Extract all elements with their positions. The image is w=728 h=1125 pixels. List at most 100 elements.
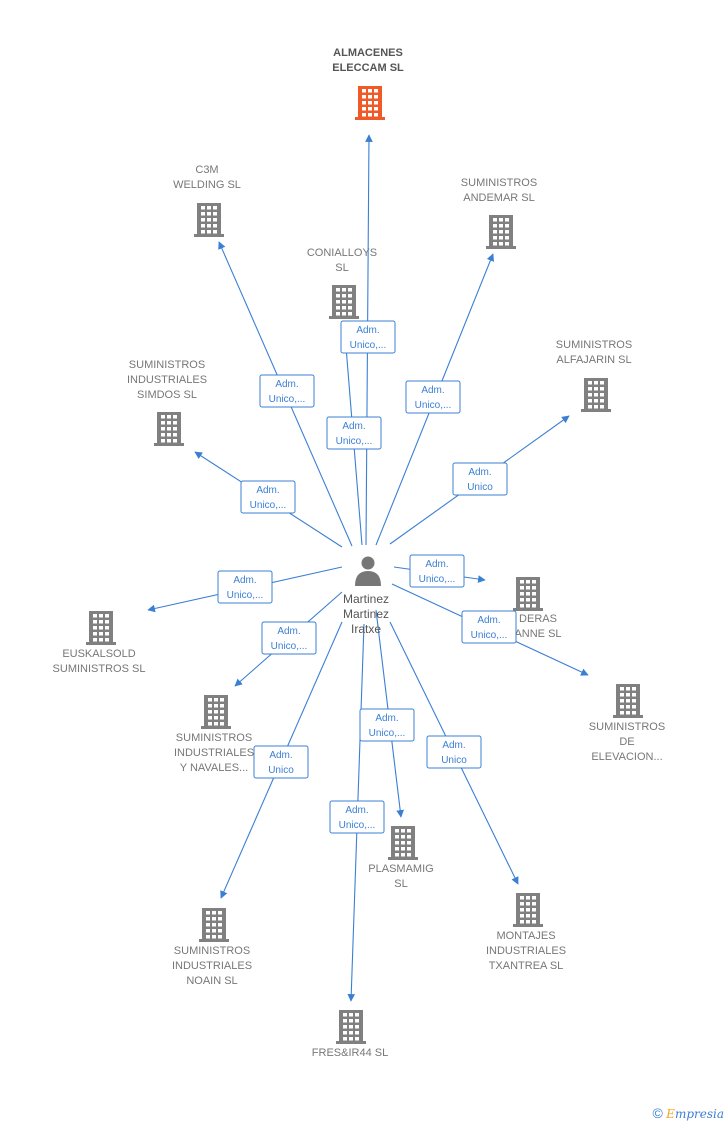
role-label-text: Adm. xyxy=(356,325,379,336)
company-name-line: INDUSTRIALES xyxy=(174,747,254,759)
role-label-text: Unico,... xyxy=(350,340,387,351)
company-name-line: DERAS xyxy=(519,613,557,625)
company-name-line: ELECCAM SL xyxy=(332,62,404,74)
company-name-line: EUSKALSOLD xyxy=(62,648,135,660)
company-name-line: ANNE SL xyxy=(514,628,561,640)
company-name-line: SUMINISTROS xyxy=(589,721,665,733)
building-icon xyxy=(201,695,231,729)
company-node-andemar[interactable]: SUMINISTROS ANDEMAR SL xyxy=(461,177,537,249)
role-label-text: Unico xyxy=(441,755,467,766)
role-label-text: Adm. xyxy=(477,615,500,626)
brand-letter: E xyxy=(666,1107,675,1121)
company-name-line: SUMINISTROS xyxy=(129,359,205,371)
company-node-plasmamig[interactable]: PLASMAMIG SL xyxy=(368,826,434,890)
role-label-text: Adm. xyxy=(256,485,279,496)
building-icon xyxy=(199,908,229,942)
person-name-line: Martinez xyxy=(343,592,389,606)
role-label-text: Adm. xyxy=(425,559,448,570)
role-label-text: Unico xyxy=(467,482,493,493)
role-label-text: Unico,... xyxy=(250,500,287,511)
company-name-line: SUMINISTROS xyxy=(461,177,537,189)
role-label-box[interactable]: Adm. Unico xyxy=(452,462,508,496)
company-name-line: INDUSTRIALES xyxy=(172,960,252,972)
company-node-maderas[interactable]: DERAS ANNE SL xyxy=(513,577,562,640)
company-name-line: SL xyxy=(394,878,407,890)
company-name-line: Y NAVALES... xyxy=(180,762,248,774)
role-label-text: Unico,... xyxy=(471,630,508,641)
role-label-text: Adm. xyxy=(342,421,365,432)
building-icon xyxy=(513,577,543,611)
role-label-box[interactable]: Adm.Unico,... xyxy=(259,374,315,408)
company-node-almacenes[interactable]: ALMACENES ELECCAM SL xyxy=(332,47,404,120)
role-label-box[interactable]: Adm. Unico,... xyxy=(340,320,396,354)
building-icon xyxy=(486,215,516,249)
role-label-text: Adm. xyxy=(233,575,256,586)
company-node-c3m[interactable]: C3M WELDING SL xyxy=(173,164,241,237)
company-name-line: SUMINISTROS xyxy=(556,339,632,351)
company-name-line: C3M xyxy=(195,164,218,176)
company-name-line: DE xyxy=(619,736,634,748)
role-label-box[interactable]: Adm.Unico,... xyxy=(326,416,382,450)
brand-text: mpresia xyxy=(674,1107,724,1121)
person-icon xyxy=(355,556,381,586)
building-icon xyxy=(329,285,359,319)
role-label-text: Adm. xyxy=(468,467,491,478)
role-label-text: Adm. xyxy=(375,713,398,724)
role-label-text: Unico,... xyxy=(269,394,306,405)
company-name-line: INDUSTRIALES xyxy=(486,945,566,957)
company-name-line: ANDEMAR SL xyxy=(463,192,535,204)
role-label-box[interactable]: Adm. Unico xyxy=(426,735,482,769)
role-label-text: Unico,... xyxy=(415,400,452,411)
role-label-text: Adm. xyxy=(345,805,368,816)
company-name-line: SUMINISTROS xyxy=(176,732,252,744)
building-icon xyxy=(613,684,643,718)
role-label-box[interactable]: Adm. Unico,... xyxy=(409,554,465,588)
company-name-line: SUMINISTROS xyxy=(174,945,250,957)
role-label-box[interactable]: Adm. Unico,... xyxy=(329,800,385,834)
person-name-line: Martinez xyxy=(343,607,389,621)
building-icon xyxy=(355,86,385,120)
role-label-text: Unico,... xyxy=(271,641,308,652)
role-label-box[interactable]: Adm. Unico,... xyxy=(461,610,517,644)
role-label-text: Unico,... xyxy=(419,574,456,585)
company-node-navales[interactable]: SUMINISTROS INDUSTRIALES Y NAVALES... xyxy=(174,695,254,774)
role-label-box[interactable]: Adm. Unico,... xyxy=(240,480,296,514)
role-label-text: Adm. xyxy=(421,385,444,396)
role-label-text: Adm. xyxy=(442,740,465,751)
role-label-text: Unico,... xyxy=(339,820,376,831)
building-icon xyxy=(154,412,184,446)
empresia-brand[interactable]: © Empresia xyxy=(653,1105,725,1121)
role-label-text: Unico xyxy=(268,765,294,776)
role-label-box[interactable]: Adm. Unico,... xyxy=(405,380,461,414)
company-name-line: WELDING SL xyxy=(173,179,241,191)
company-name-line: CONIALLOYS xyxy=(307,247,377,259)
role-label-box[interactable]: Adm. Unico,... xyxy=(359,708,415,742)
role-label-text: Adm. xyxy=(277,626,300,637)
company-name-line: PLASMAMIG xyxy=(368,863,433,875)
building-icon xyxy=(336,1010,366,1044)
company-name-line: FRES&IR44 SL xyxy=(312,1047,388,1059)
role-label-box[interactable]: Adm. Unico,... xyxy=(261,621,317,655)
company-node-elevacion[interactable]: SUMINISTROSDEELEVACION... xyxy=(589,684,665,763)
building-icon xyxy=(194,203,224,237)
company-node-fresir[interactable]: FRES&IR44 SL xyxy=(312,1010,388,1059)
building-icon xyxy=(388,826,418,860)
role-label-box[interactable]: Adm. Unico xyxy=(253,745,309,779)
role-label-text: Unico,... xyxy=(227,590,264,601)
role-label-text: Unico,... xyxy=(369,728,406,739)
company-name-line: INDUSTRIALES xyxy=(127,374,207,386)
building-icon xyxy=(581,378,611,412)
company-node-alfajarin[interactable]: SUMINISTROS ALFAJARIN SL xyxy=(556,339,632,412)
person-name-line: Iratxe xyxy=(351,622,381,636)
company-name-line: TXANTREA SL xyxy=(489,960,564,972)
role-label-text: Adm. xyxy=(269,750,292,761)
company-name-line: ALFAJARIN SL xyxy=(556,354,631,366)
role-label-box[interactable]: Adm. Unico,... xyxy=(217,570,273,604)
company-name-line: ALMACENES xyxy=(333,47,403,59)
